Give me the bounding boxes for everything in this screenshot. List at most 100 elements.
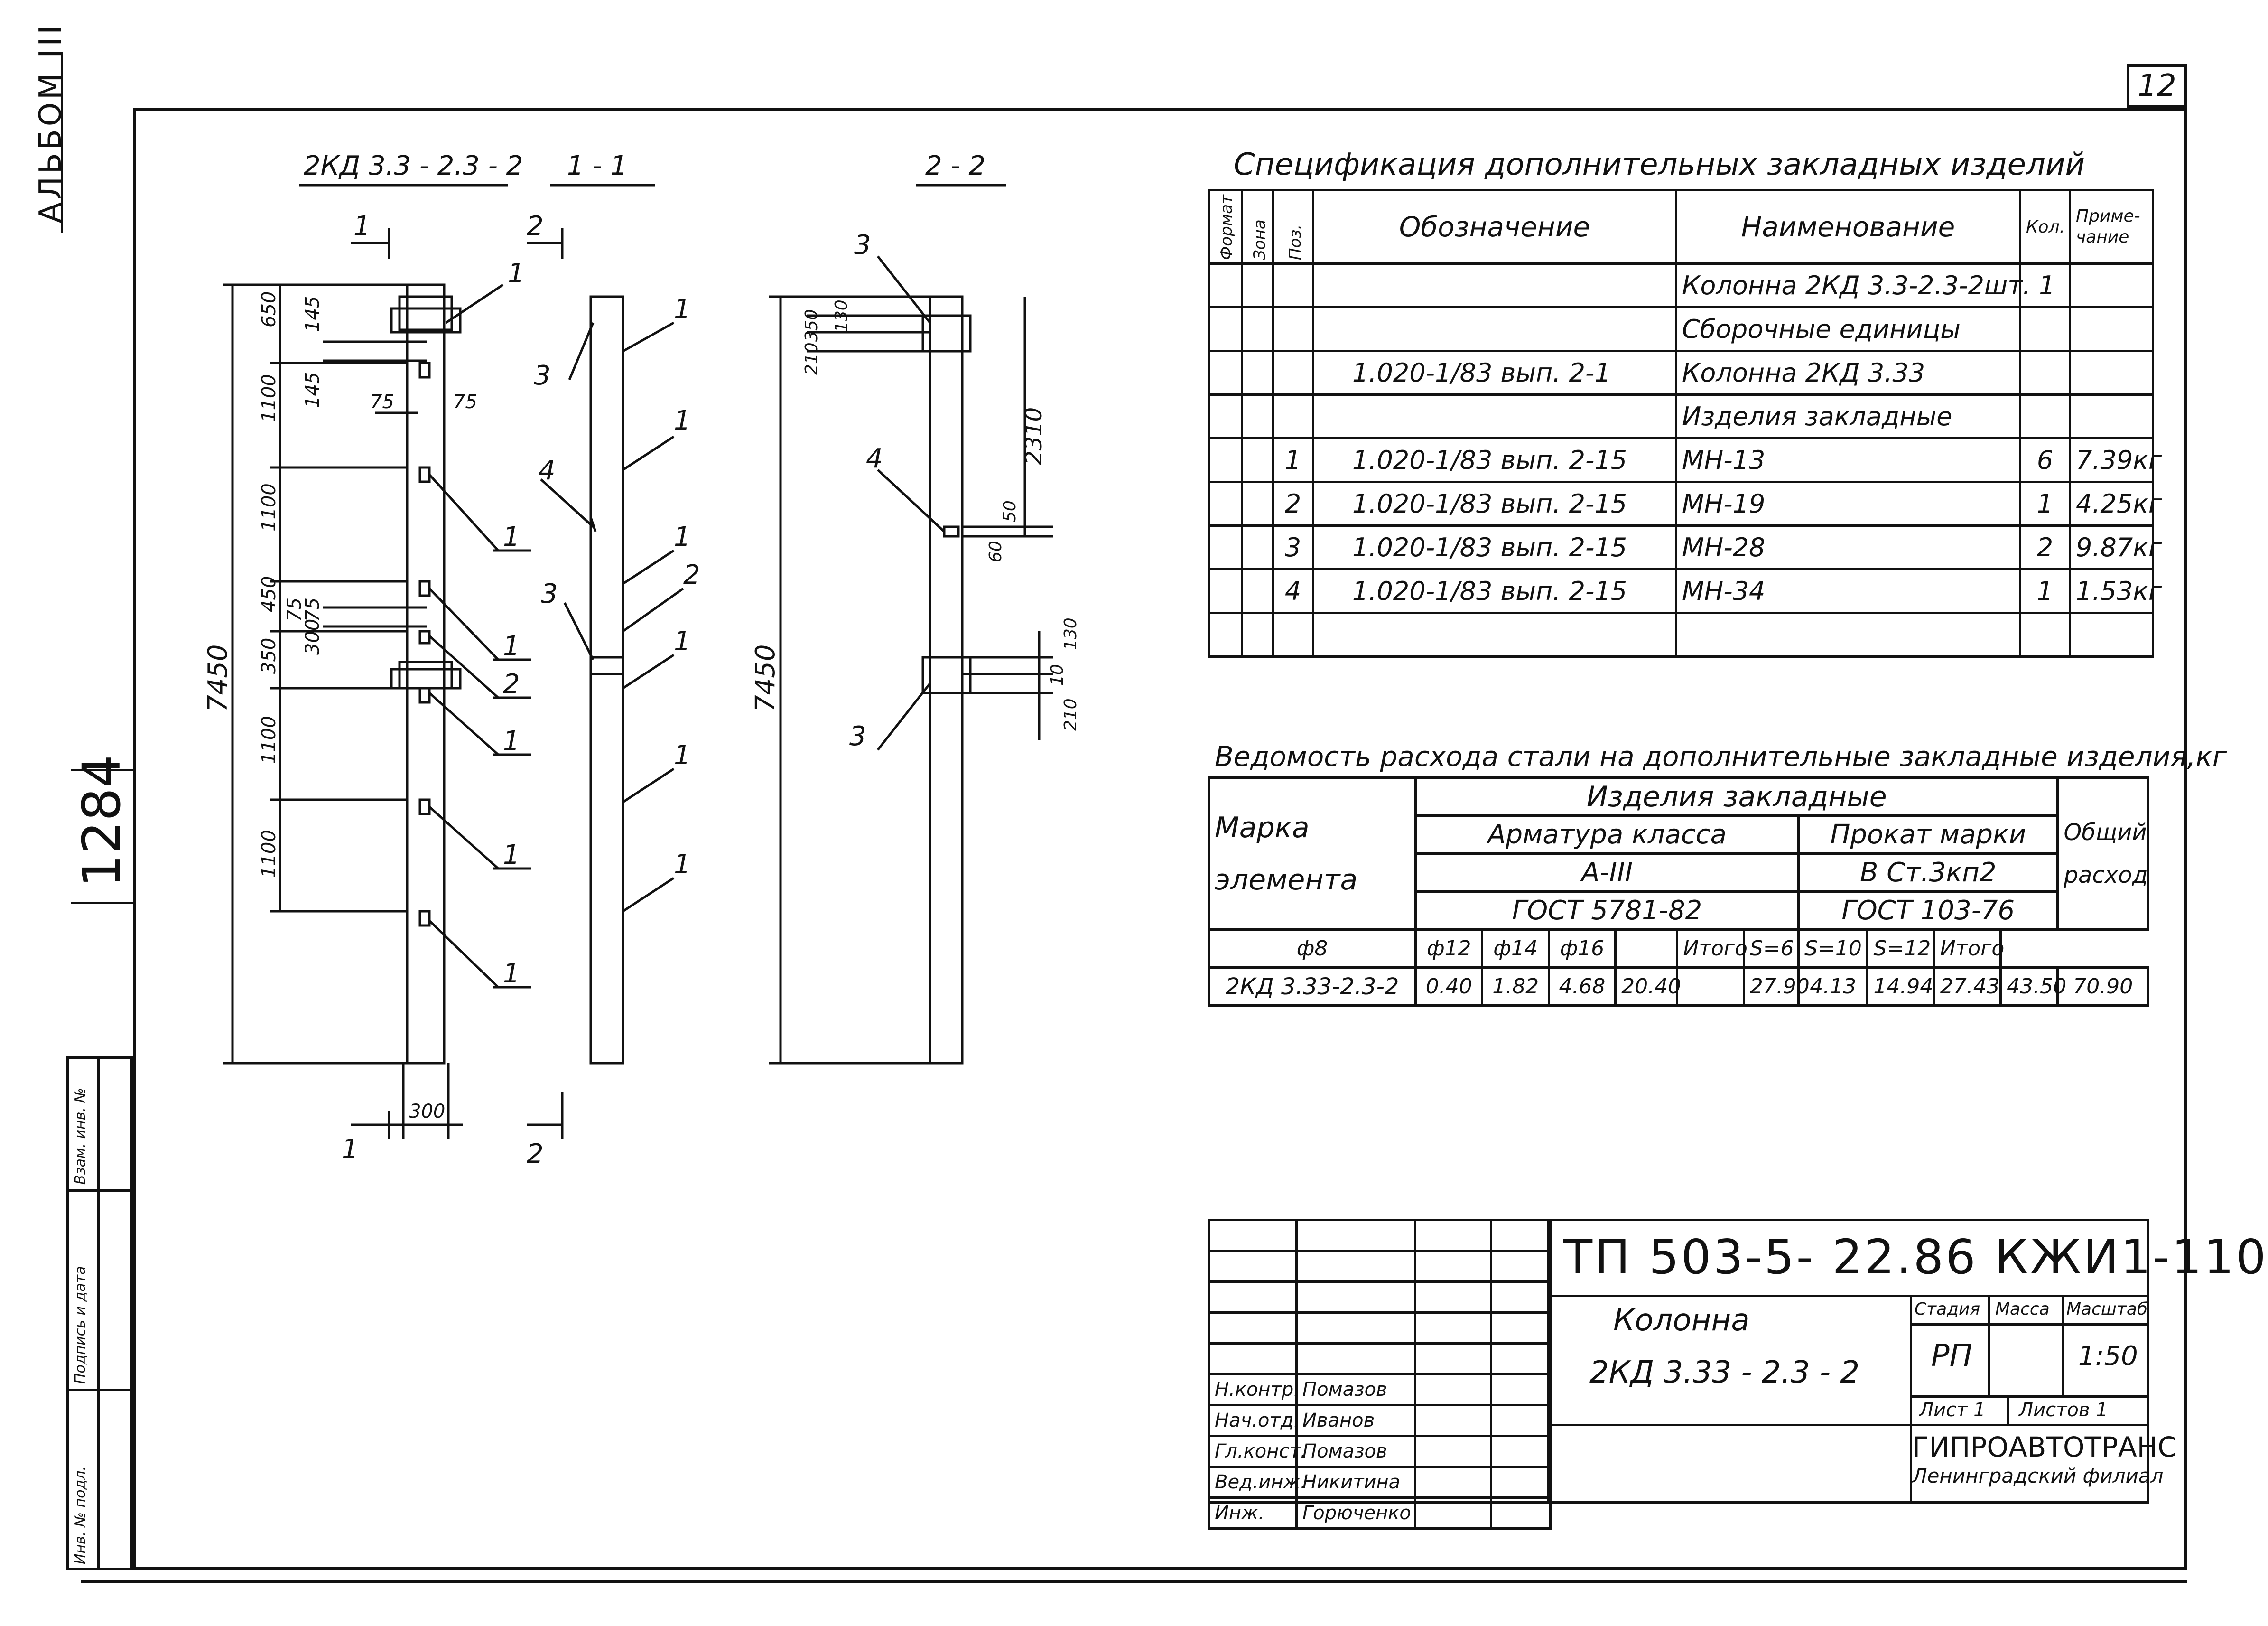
vertical-code-box bbox=[71, 769, 133, 771]
spec-cell: 3 bbox=[1272, 524, 1314, 570]
dim-650: 650 bbox=[258, 291, 280, 327]
steel-subheader: ф14 bbox=[1481, 928, 1550, 969]
section-mark-2-top: 2 bbox=[527, 211, 544, 242]
spec-cell bbox=[2019, 350, 2071, 396]
dim-350: 350 bbox=[258, 638, 280, 674]
steel-value-cell: 0.40 bbox=[1414, 966, 1484, 1007]
stamp-sheet: Лист 1 bbox=[1919, 1399, 1986, 1421]
column-drawings: 2КД 3.3 - 2.3 - 2 1 - 1 2 - 2 650 1100 1… bbox=[203, 150, 1080, 1169]
steel-h-mark: Марка элемента bbox=[1207, 776, 1417, 931]
steel-subheader: ф12 bbox=[1414, 928, 1484, 969]
spec-cell: 1.020-1/83 вып. 2-15 bbox=[1312, 437, 1677, 483]
spec-cell bbox=[2019, 612, 2071, 658]
spec-cell: 2 bbox=[2019, 524, 2071, 570]
spec-cell bbox=[1272, 612, 1314, 658]
spec-cell: 1 bbox=[1272, 437, 1314, 483]
callout-11-1c: 1 bbox=[674, 522, 691, 552]
callout-main-1a: 1 bbox=[508, 258, 525, 289]
sheet-number: 12 bbox=[2127, 64, 2187, 108]
spec-cell bbox=[2019, 306, 2071, 352]
dim-22-2310: 2310 bbox=[1021, 407, 1047, 465]
signer-date bbox=[1490, 1496, 1552, 1530]
spec-h-name: Наименование bbox=[1675, 189, 2021, 265]
stamp-vline-right bbox=[1910, 1295, 1912, 1504]
steel-value-cell bbox=[1676, 966, 1745, 1007]
spec-h-zone: Зона bbox=[1241, 189, 1274, 265]
steel-h-group: Изделия закладные bbox=[1414, 776, 2059, 817]
stamp-mass-label: Масса bbox=[1995, 1299, 2050, 1319]
dim-22-210b: 210 bbox=[1061, 698, 1080, 731]
dim-75-c: 75 bbox=[302, 598, 324, 622]
stamp-code: ТП 503-5- 22.86 КЖИ1-110 bbox=[1563, 1229, 2268, 1285]
dim-22-210: 210 bbox=[802, 342, 821, 375]
spec-cell bbox=[1272, 262, 1314, 308]
spec-cell: Колонна 2КД 3.33 bbox=[1675, 350, 2021, 396]
steel-value-cell: 20.40 bbox=[1614, 966, 1681, 1007]
signer-name: Горюченко bbox=[1295, 1496, 1416, 1530]
signer-row: Гл.конст.Помазов bbox=[1208, 1435, 1552, 1468]
signer-role: Нач.отд. bbox=[1208, 1404, 1300, 1437]
spec-cell bbox=[1241, 612, 1274, 658]
dim-1100-b: 1100 bbox=[258, 483, 280, 532]
drawing-frame bbox=[133, 108, 2187, 1570]
stamp-org: ГИПРОАВТОТРАНС bbox=[1912, 1431, 2177, 1463]
steel-value-cell: 43.50 bbox=[1999, 966, 2066, 1007]
steel-value-cell: 1.82 bbox=[1481, 966, 1550, 1007]
steel-subheader: ф16 bbox=[1547, 928, 1617, 969]
spec-cell bbox=[1241, 437, 1274, 483]
steel-value-cell: 4.13 bbox=[1797, 966, 1869, 1007]
spec-cell: МН-19 bbox=[1675, 481, 2021, 527]
steel-subheader: ф8 bbox=[1207, 928, 1417, 969]
stamp-scale-label: Масштаб bbox=[2066, 1299, 2148, 1319]
stamp-stage-label: Стадия bbox=[1915, 1299, 1980, 1319]
spec-cell bbox=[1208, 437, 1243, 483]
spec-cell: 1.020-1/83 вып. 2-1 bbox=[1312, 350, 1677, 396]
spec-cell: Сборочные единицы bbox=[1675, 306, 2021, 352]
callout-main-1f: 1 bbox=[503, 958, 520, 989]
strip-label-sign: Подпись и дата bbox=[72, 1266, 89, 1384]
callout-main-2: 2 bbox=[503, 669, 520, 700]
spec-cell bbox=[2019, 262, 2071, 308]
section-2-2-title: 2 - 2 bbox=[925, 150, 985, 181]
stamp-code-divider bbox=[1547, 1219, 2149, 1221]
callout-main-1c: 1 bbox=[503, 631, 520, 662]
dim-145-a: 145 bbox=[302, 296, 324, 332]
signer-signature bbox=[1414, 1404, 1492, 1437]
signer-row: Н.контр.Помазов bbox=[1208, 1373, 1552, 1406]
bottom-trim-line bbox=[81, 1580, 2187, 1583]
spec-cell: 4.25кг bbox=[2069, 481, 2162, 527]
callout-11-1e: 1 bbox=[674, 740, 691, 771]
spec-cell: 9.87кг bbox=[2069, 524, 2162, 570]
stamp-org-sub: Ленинградский филиал bbox=[1912, 1464, 2164, 1487]
spec-cell: МН-34 bbox=[1675, 568, 2021, 614]
spec-h-designation: Обозначение bbox=[1312, 189, 1677, 265]
stamp-stage-row bbox=[1910, 1323, 2149, 1326]
spec-cell bbox=[1241, 524, 1274, 570]
dim-300-vert: 300 bbox=[302, 619, 324, 655]
steel-h-prof: Прокат марки bbox=[1797, 814, 2059, 855]
spec-h-qty: Кол. bbox=[2019, 189, 2071, 265]
dim-1100-c: 1100 bbox=[258, 716, 280, 764]
dim-450: 450 bbox=[258, 576, 280, 612]
spec-cell bbox=[1208, 481, 1243, 527]
signer-row: Нач.отд.Иванов bbox=[1208, 1404, 1552, 1437]
callout-22-4: 4 bbox=[866, 443, 883, 474]
signer-signature bbox=[1414, 1373, 1492, 1406]
spec-cell bbox=[1241, 262, 1274, 308]
section-mark-1-top: 1 bbox=[353, 211, 371, 242]
dim-75-d: 75 bbox=[284, 598, 306, 622]
dim-145-b: 145 bbox=[302, 372, 324, 408]
strip-label-inv: Инв. № подл. bbox=[72, 1466, 89, 1564]
dim-22-50: 50 bbox=[1000, 500, 1020, 522]
left-stamp-strip: Инв. № подл. Подпись и дата Взам. инв. № bbox=[66, 1056, 133, 1570]
signer-role: Вед.инж. bbox=[1208, 1466, 1306, 1499]
dim-75-b: 75 bbox=[453, 391, 477, 413]
callout-main-1e: 1 bbox=[503, 840, 520, 870]
view-titles: 2КД 3.3 - 2.3 - 2 1 - 1 2 - 2 bbox=[304, 150, 985, 181]
spec-cell bbox=[1272, 393, 1314, 439]
signer-date bbox=[1490, 1435, 1552, 1468]
